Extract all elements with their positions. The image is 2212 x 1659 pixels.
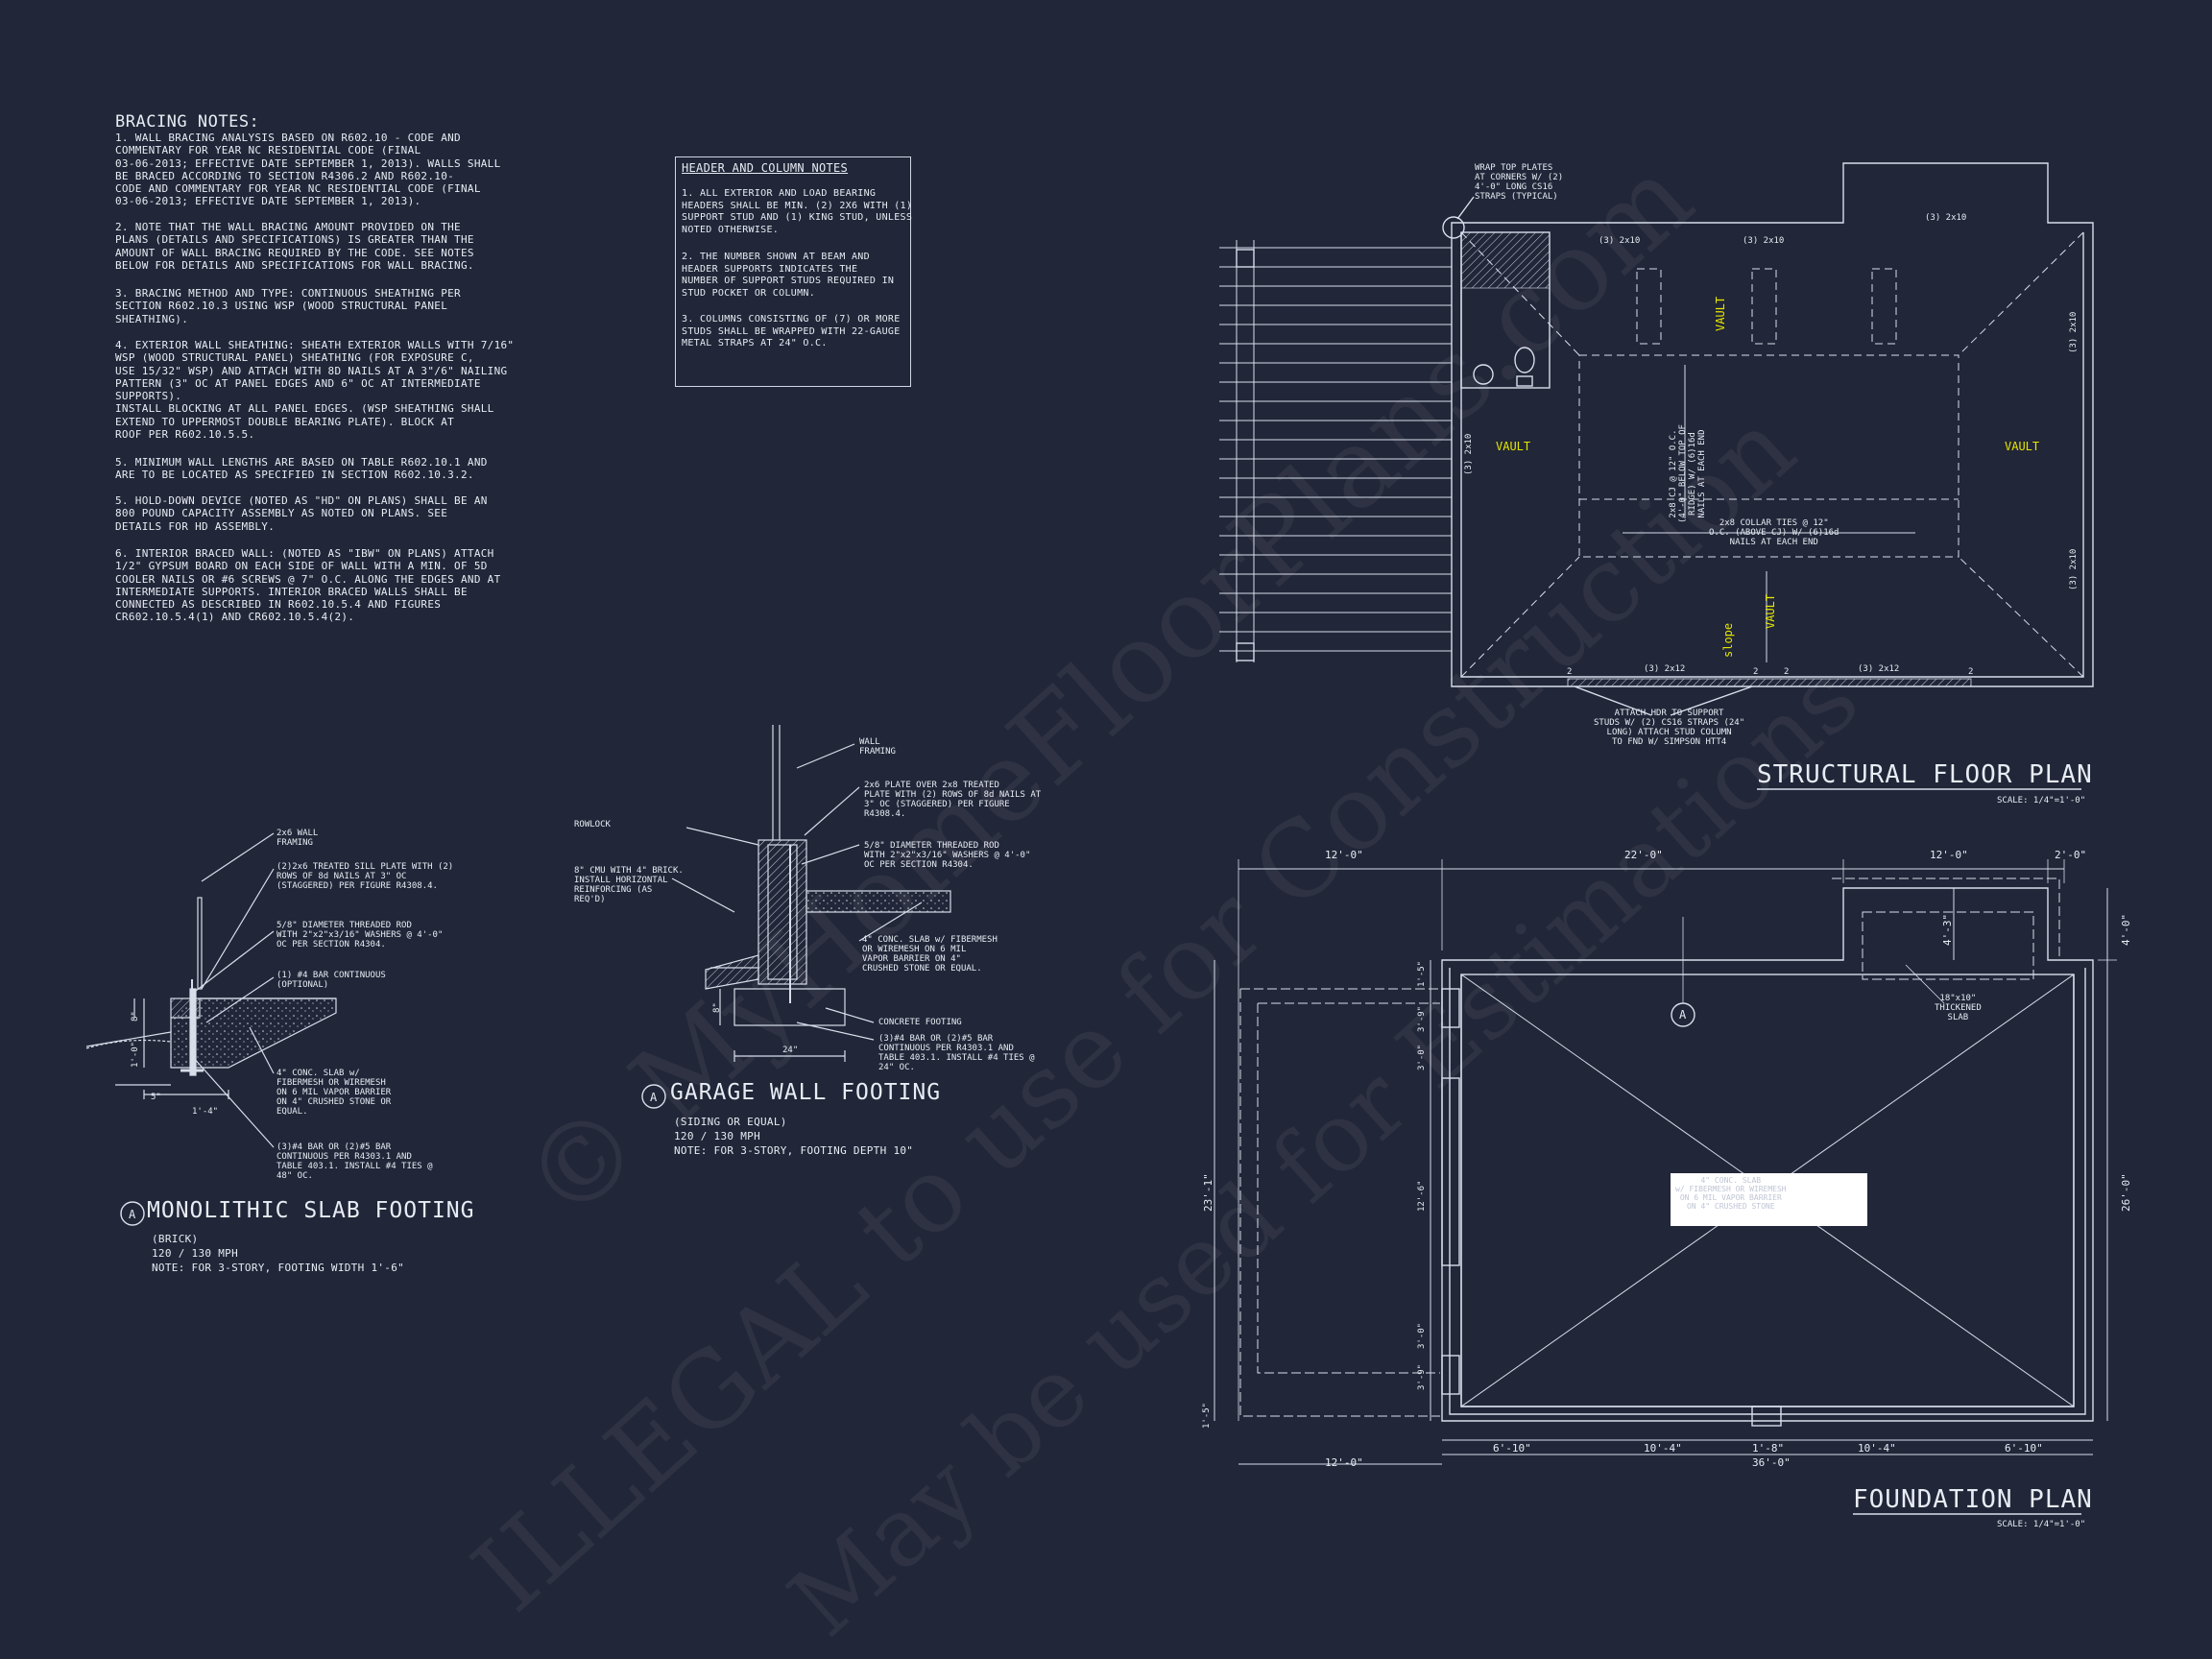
structural-floor-plan <box>1219 162 2094 716</box>
foundation-scale: SCALE: 1/4"=1'-0" <box>1997 1520 2086 1529</box>
fnd-bottom-dim-4: 10'-4" <box>1858 1442 1896 1455</box>
stud-3: 2 <box>1784 667 1790 677</box>
fnd-left-dim-2: 3'-9" <box>1417 1005 1427 1032</box>
bracing-note-3: 3. BRACING METHOD AND TYPE: CONTINUOUS S… <box>115 287 461 325</box>
hdr-right-1: (3) 2x10 <box>2069 311 2079 353</box>
stud-1: 2 <box>1567 667 1573 677</box>
hdr-top-3: (3) 2x10 <box>1925 213 1967 223</box>
mono-label-rod: 5/8" DIAMETER THREADED ROD WITH 2"x2"x3/… <box>276 921 444 950</box>
wrap-note: WRAP TOP PLATES AT CORNERS W/ (2) 4'-0" … <box>1475 163 1564 202</box>
garage-sub1: (SIDING OR EQUAL) <box>674 1116 787 1128</box>
mono-label-sill: (2)2x6 TREATED SILL PLATE WITH (2) ROWS … <box>276 862 454 891</box>
bracing-note-4: 4. EXTERIOR WALL SHEATHING: SHEATH EXTER… <box>115 339 515 442</box>
header-note-1: 1. ALL EXTERIOR AND LOAD BEARING HEADERS… <box>682 188 913 235</box>
stud-4: 2 <box>1968 667 1974 677</box>
hdr-right-2: (3) 2x10 <box>2069 548 2079 590</box>
garage-label-rowlock: ROWLOCK <box>574 820 611 830</box>
foundation-title: FOUNDATION PLAN <box>1853 1485 2093 1514</box>
structural-scale: SCALE: 1/4"=1'-0" <box>1997 796 2086 805</box>
vault-bottom: VAULT <box>1764 593 1777 629</box>
vault-left: VAULT <box>1496 440 1531 453</box>
header-notes-box <box>675 156 911 387</box>
hdr-bot-2: (3) 2x12 <box>1858 664 1900 674</box>
vault-right: VAULT <box>2005 440 2040 453</box>
garage-footing-detail <box>671 725 951 1062</box>
fnd-bottom-dim-3: 1'-8" <box>1752 1442 1785 1455</box>
fnd-bottom-total: 36'-0" <box>1752 1456 1791 1469</box>
mono-sub3: NOTE: FOR 3-STORY, FOOTING WIDTH 1'-6" <box>152 1262 405 1274</box>
garage-label-rebar: (3)#4 BAR OR (2)#5 BAR CONTINUOUS PER R4… <box>878 1034 1035 1072</box>
mono-sub1: (BRICK) <box>152 1233 199 1245</box>
bracing-note-1: 1. WALL BRACING ANALYSIS BASED ON R602.1… <box>115 132 501 208</box>
mono-tag: A <box>129 1208 136 1221</box>
garage-title: GARAGE WALL FOOTING <box>670 1080 942 1105</box>
fnd-left-dim-7: 1'-5" <box>1202 1402 1212 1429</box>
fnd-bottom-left: 12'-0" <box>1325 1456 1363 1469</box>
hdr-left: (3) 2x10 <box>1464 433 1474 475</box>
header-notes-title: HEADER AND COLUMN NOTES <box>682 161 849 175</box>
garage-label-plate: 2x6 PLATE OVER 2x8 TREATED PLATE WITH (2… <box>864 781 1042 819</box>
mono-label-rebar: (3)#4 BAR OR (2)#5 BAR CONTINUOUS PER R4… <box>276 1142 433 1181</box>
fnd-bottom-dim-5: 6'-10" <box>2005 1442 2043 1455</box>
bracing-note-5: 5. MINIMUM WALL LENGTHS ARE BASED ON TAB… <box>115 456 488 482</box>
cj-note: 2x8 CJ @ 12" O.C. (4'-0" BELOW TOP OF RI… <box>1669 424 1707 523</box>
garage-label-wall: WALL FRAMING <box>859 737 896 757</box>
garage-dim-8: 8" <box>712 1002 722 1013</box>
mono-title: MONOLITHIC SLAB FOOTING <box>147 1198 475 1223</box>
fnd-left-dim-5: 3'-0" <box>1417 1322 1427 1349</box>
fnd-left-dim-1: 1'-5" <box>1417 960 1427 987</box>
mono-label-slab: 4" CONC. SLAB w/ FIBERMESH OR WIREMESH O… <box>276 1069 392 1117</box>
header-note-3: 3. COLUMNS CONSISTING OF (7) OR MORE STU… <box>682 314 901 349</box>
mono-dim-width: 1'-4" <box>192 1107 219 1117</box>
bracing-note-7: 6. INTERIOR BRACED WALL: (NOTED AS "IBW"… <box>115 547 501 624</box>
fnd-tag: A <box>1679 1008 1687 1022</box>
slope-label: slope <box>1721 622 1735 658</box>
bracing-title: BRACING NOTES: <box>115 112 260 132</box>
attach-note: ATTACH HDR TO SUPPORT STUDS W/ (2) CS16 … <box>1594 709 1745 747</box>
garage-label-cmu: 8" CMU WITH 4" BRICK. INSTALL HORIZONTAL… <box>574 866 684 904</box>
mono-dim-5: 5" <box>151 1093 161 1102</box>
structural-title: STRUCTURAL FLOOR PLAN <box>1757 760 2093 789</box>
bracing-note-2: 2. NOTE THAT THE WALL BRACING AMOUNT PRO… <box>115 221 474 272</box>
bracing-note-6: 5. HOLD-DOWN DEVICE (NOTED AS "HD" ON PL… <box>115 494 488 533</box>
monolithic-footing-detail <box>85 832 337 1148</box>
fnd-top-dim-4: 2'-0" <box>2055 849 2087 861</box>
hdr-top-1: (3) 2x10 <box>1599 236 1641 246</box>
fnd-left-dim-4: 12'-6" <box>1417 1180 1427 1212</box>
garage-label-footing: CONCRETE FOOTING <box>878 1018 962 1027</box>
collar-note: 2x8 COLLAR TIES @ 12" O.C. (ABOVE CJ) W/… <box>1709 518 1839 547</box>
hdr-top-2: (3) 2x10 <box>1743 236 1785 246</box>
foundation-plan <box>1214 859 2117 1465</box>
garage-label-rod: 5/8" DIAMETER THREADED ROD WITH 2"x2"x3/… <box>864 841 1031 870</box>
header-note-2: 2. THE NUMBER SHOWN AT BEAM AND HEADER S… <box>682 252 895 299</box>
stud-2: 2 <box>1753 667 1759 677</box>
garage-sub3: NOTE: FOR 3-STORY, FOOTING DEPTH 10" <box>674 1144 914 1157</box>
slab-note: 4" CONC. SLAB w/ FIBERMESH OR WIREMESH O… <box>1675 1176 1787 1211</box>
fnd-bottom-dim-2: 10'-4" <box>1644 1442 1682 1455</box>
mono-label-wall: 2x6 WALL FRAMING <box>276 829 319 848</box>
fnd-left-dim-3: 3'-0" <box>1417 1044 1427 1070</box>
fnd-bottom-dim-1: 6'-10" <box>1493 1442 1531 1455</box>
fnd-top-dim-2: 22'-0" <box>1624 849 1663 861</box>
mono-label-bar: (1) #4 BAR CONTINUOUS (OPTIONAL) <box>276 971 386 990</box>
mono-sub2: 120 / 130 MPH <box>152 1247 238 1260</box>
hdr-bot-1: (3) 2x12 <box>1644 664 1686 674</box>
garage-label-slab: 4" CONC. SLAB w/ FIBERMESH OR WIREMESH O… <box>862 935 998 974</box>
garage-sub2: 120 / 130 MPH <box>674 1130 760 1142</box>
slab-note-box <box>1671 1173 1867 1226</box>
mono-dim-depth: 1'-0" <box>131 1041 140 1068</box>
mono-dim-8: 8" <box>131 1011 140 1022</box>
fnd-left-total: 23'-1" <box>1202 1173 1214 1212</box>
fnd-top-dim-1: 12'-0" <box>1325 849 1363 861</box>
garage-dim-width: 24" <box>782 1046 799 1055</box>
fnd-right-dim-1: 4'-0" <box>2120 913 2132 946</box>
vault-top: VAULT <box>1714 296 1727 331</box>
fnd-top-dim-3: 12'-0" <box>1930 849 1968 861</box>
fnd-step-dim: 4'-3" <box>1941 913 1954 946</box>
fnd-left-dim-6: 3'-9" <box>1417 1363 1427 1390</box>
garage-tag: A <box>650 1091 658 1104</box>
fnd-right-dim-2: 26'-0" <box>2120 1173 2132 1212</box>
thickened-slab-note: 18"x10" THICKENED SLAB <box>1935 994 1982 1022</box>
